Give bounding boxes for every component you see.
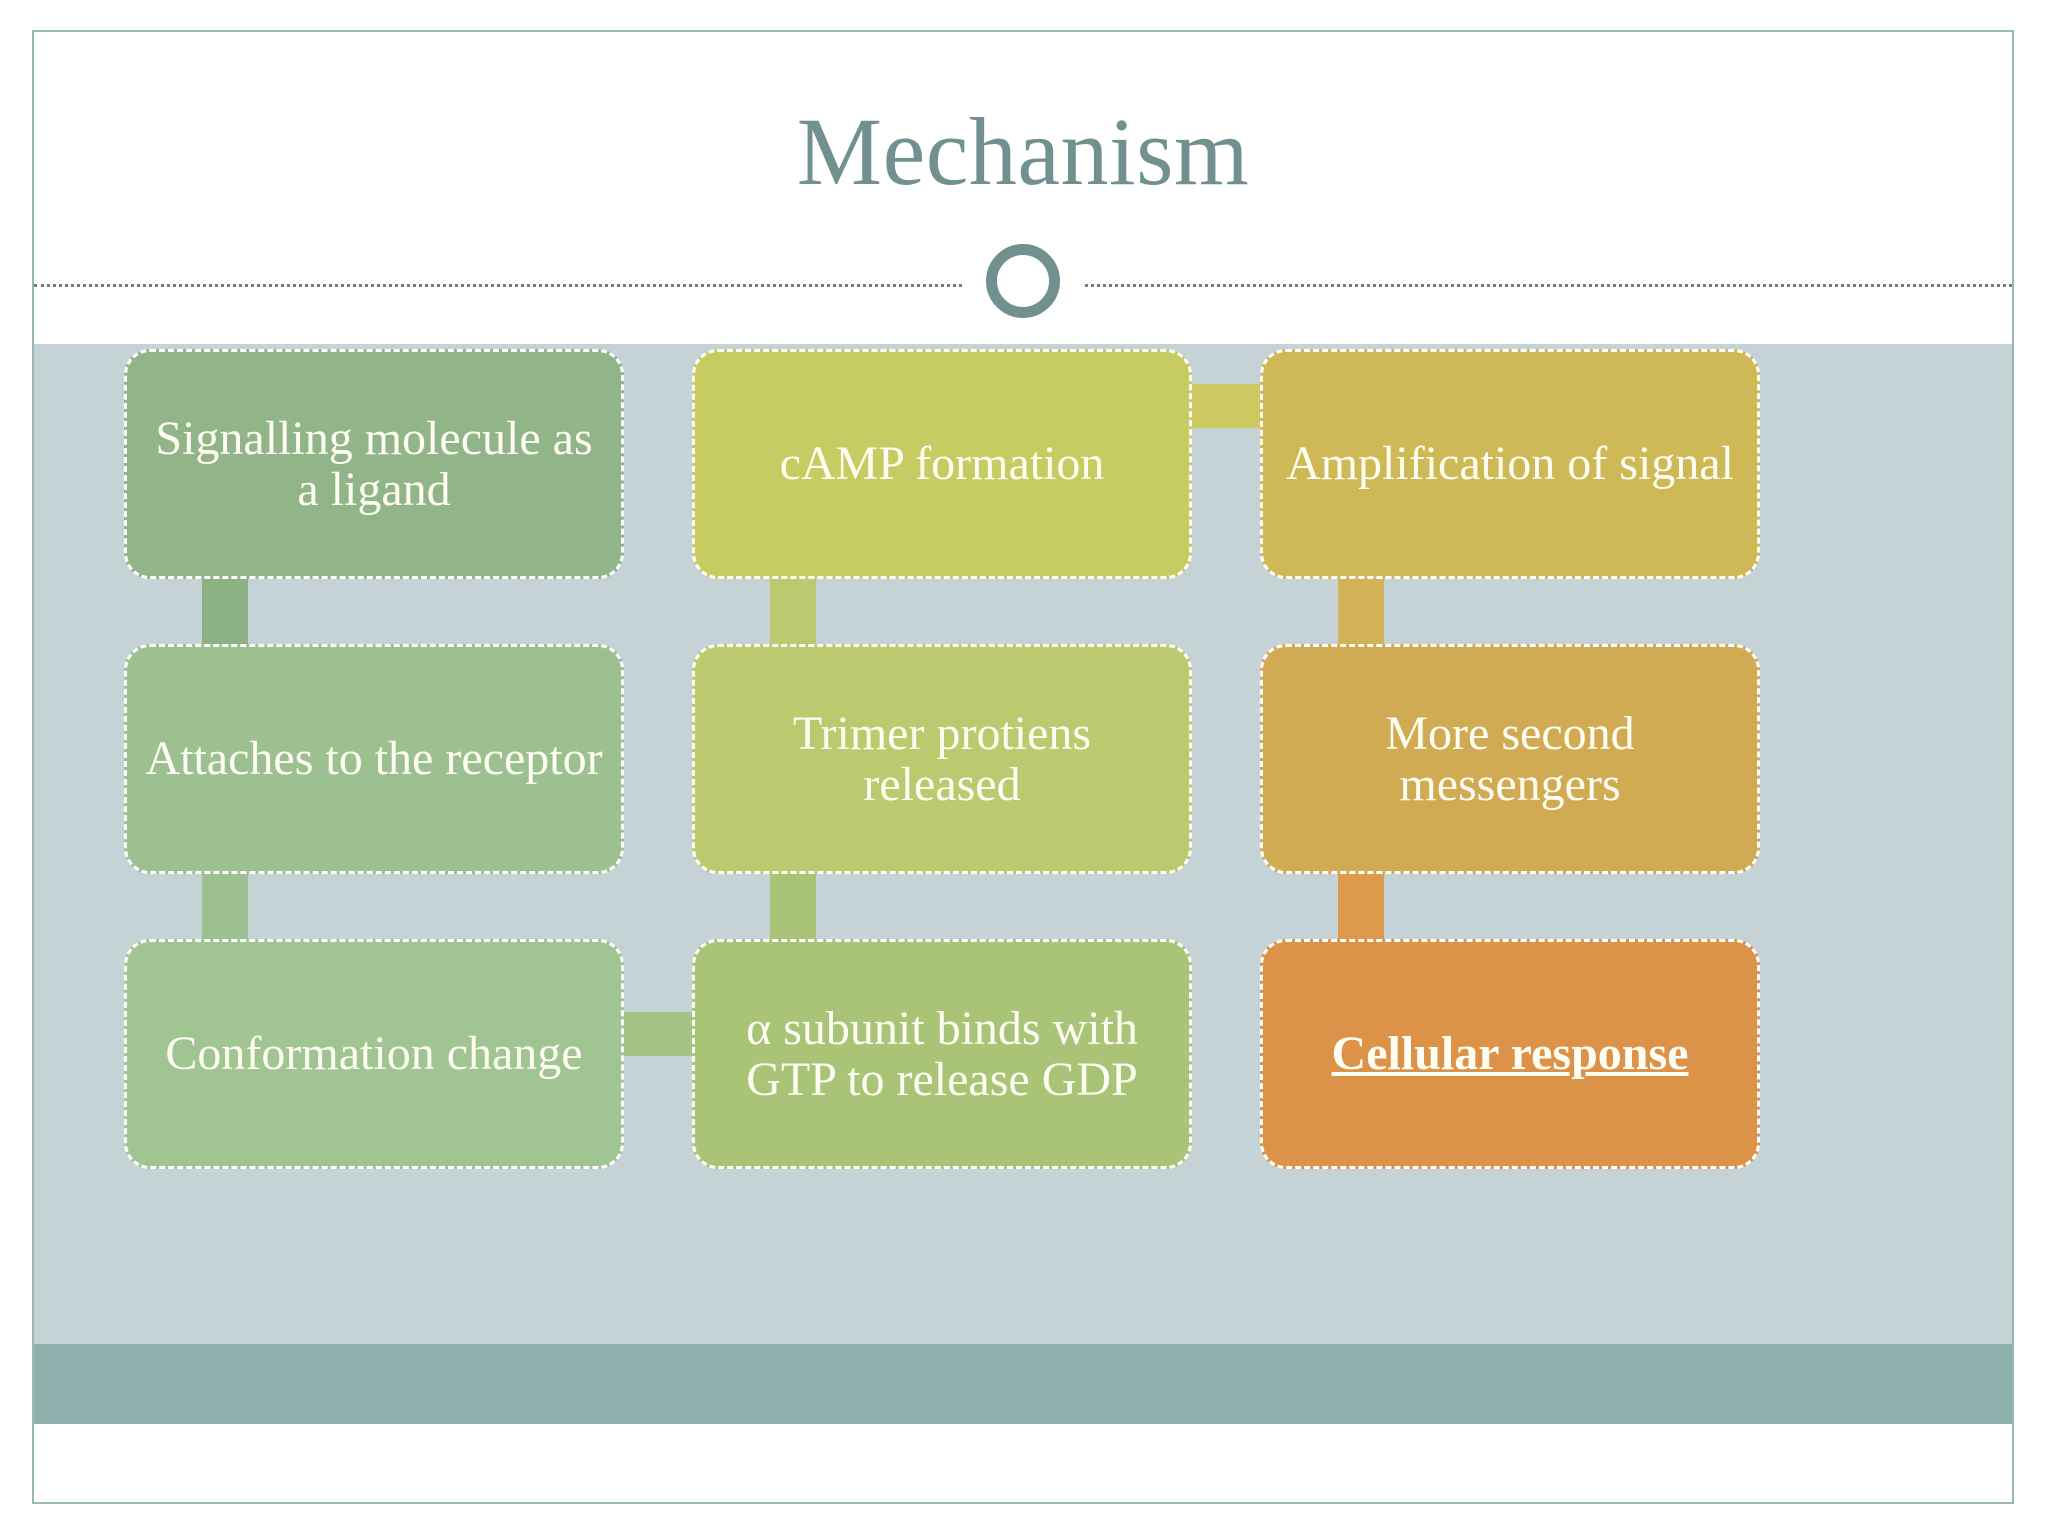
slide-canvas: Mechanism Signalling molecule as a ligan… xyxy=(32,30,2014,1504)
node-label: More second messengers xyxy=(1385,706,1635,811)
connector-attaches-to-conformation xyxy=(202,867,248,945)
connector-camp-to-amplification xyxy=(1185,384,1267,428)
connector-trimer-to-camp xyxy=(770,572,816,650)
mechanism-flowchart: Signalling molecule as a ligand Attaches… xyxy=(34,314,2012,1424)
node-label: Signalling molecule as a ligand xyxy=(155,411,593,516)
node-more-second-messengers[interactable]: More second messengers xyxy=(1260,644,1760,874)
node-label: Conformation change xyxy=(165,1027,583,1081)
node-conformation-change[interactable]: Conformation change xyxy=(124,939,624,1169)
node-camp-formation[interactable]: cAMP formation xyxy=(692,349,1192,579)
connector-alpha-subunit-to-trimer xyxy=(770,867,816,945)
node-cellular-response[interactable]: Cellular response xyxy=(1260,939,1760,1169)
connector-conformation-to-alpha-subunit xyxy=(617,1012,699,1056)
node-label: Attaches to the receptor xyxy=(145,732,603,786)
node-trimer-proteins-released[interactable]: Trimer protiens released xyxy=(692,644,1192,874)
node-label: Cellular response xyxy=(1331,1027,1689,1081)
content-zone: Signalling molecule as a ligand Attaches… xyxy=(34,314,2012,1424)
node-signalling-molecule[interactable]: Signalling molecule as a ligand xyxy=(124,349,624,579)
connector-signalling-to-attaches xyxy=(202,572,248,650)
node-label: Trimer protiens released xyxy=(792,706,1092,811)
node-label: α subunit binds with GTP to release GDP xyxy=(746,1001,1138,1106)
footer-band xyxy=(34,1344,2012,1424)
node-label: Amplification of signal xyxy=(1286,437,1734,491)
node-alpha-subunit-binds-gtp[interactable]: α subunit binds with GTP to release GDP xyxy=(692,939,1192,1169)
node-attaches-to-receptor[interactable]: Attaches to the receptor xyxy=(124,644,624,874)
circle-ring-icon xyxy=(986,244,1060,318)
page-title: Mechanism xyxy=(796,98,1250,205)
node-amplification-of-signal[interactable]: Amplification of signal xyxy=(1260,349,1760,579)
node-label: cAMP formation xyxy=(779,437,1105,491)
connector-amplification-to-more-messengers xyxy=(1338,572,1384,650)
connector-more-messengers-to-cellular-response xyxy=(1338,867,1384,945)
